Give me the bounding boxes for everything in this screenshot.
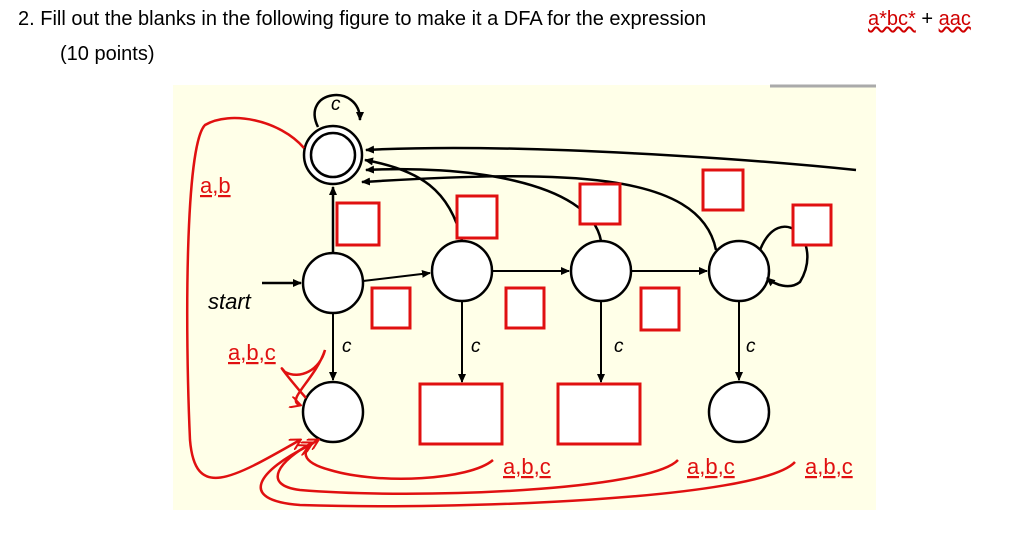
blank-box-q1-accept <box>455 194 499 240</box>
blank-box-q3-loop <box>791 203 833 247</box>
accept-self-loop <box>313 93 364 128</box>
blank-state-1 <box>418 382 504 446</box>
blank-box-q3-accept <box>701 168 745 212</box>
red-edge-box2-dead <box>276 443 679 495</box>
state-q2 <box>569 239 633 303</box>
regex-part-1: a*bc* <box>868 8 916 30</box>
blank-box-q1-q2 <box>504 286 546 330</box>
regex-expression: a*bc* + aac <box>868 8 971 31</box>
state-q1 <box>430 239 494 303</box>
state-q0 <box>301 251 365 315</box>
edge-q3-accept <box>361 174 718 251</box>
down-label-3: c <box>614 336 624 357</box>
dead-state <box>301 380 365 444</box>
red-edge-q7-dead <box>259 446 796 508</box>
bottom-label-2: a,b,c <box>687 454 735 479</box>
q3-self-loop <box>758 225 809 288</box>
blank-state-2 <box>556 382 642 446</box>
regex-part-2: aac <box>938 8 971 30</box>
dead-loop-label: a,b,c <box>228 340 276 365</box>
question-text: 2. Fill out the blanks in the following … <box>18 8 707 30</box>
blank-box-q2-q3 <box>639 286 681 332</box>
bottom-label-1: a,b,c <box>503 454 551 479</box>
state-q7 <box>707 380 771 444</box>
regex-plus: + <box>921 8 934 30</box>
blank-box-q0-accept <box>335 201 381 247</box>
down-label-2: c <box>471 336 481 357</box>
left-edge-label: a,b <box>200 173 231 198</box>
accept-state <box>302 124 364 186</box>
red-edge-accept-dead <box>185 116 305 480</box>
bottom-label-3: a,b,c <box>805 454 853 479</box>
blank-box-q0-q1 <box>370 286 412 330</box>
question-points: (10 points) <box>60 43 155 65</box>
start-label: start <box>208 289 252 314</box>
top-loop-label: c <box>331 94 341 115</box>
down-label-1: c <box>342 336 352 357</box>
edge-long-accept <box>365 145 857 172</box>
down-label-4: c <box>746 336 756 357</box>
blank-box-q2-accept <box>578 182 622 226</box>
red-dead-self-loop <box>280 349 327 405</box>
edge-q0-q1 <box>362 269 431 282</box>
